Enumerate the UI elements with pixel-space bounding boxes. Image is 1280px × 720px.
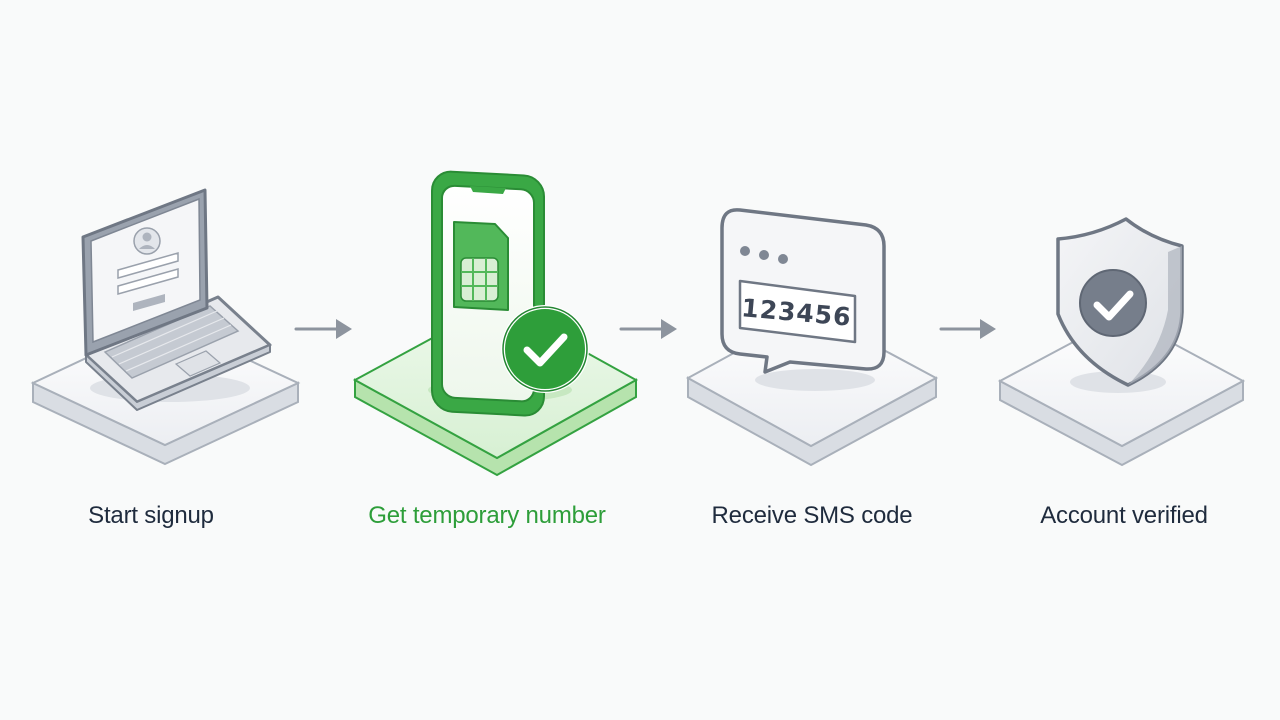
step-label-start-signup: Start signup	[88, 502, 214, 529]
step-label-account-verified: Account verified	[1040, 502, 1208, 529]
arrow-3	[939, 319, 996, 339]
arrow-1	[294, 319, 352, 339]
arrow-2	[619, 319, 677, 339]
phone-sim-icon	[428, 170, 589, 417]
step-label-get-temporary-number: Get temporary number	[368, 502, 606, 529]
laptop-icon	[81, 188, 272, 411]
sms-bubble-icon: 123456	[720, 208, 886, 391]
step-label-receive-sms-code: Receive SMS code	[711, 502, 913, 529]
shield-check-icon	[1056, 217, 1184, 393]
